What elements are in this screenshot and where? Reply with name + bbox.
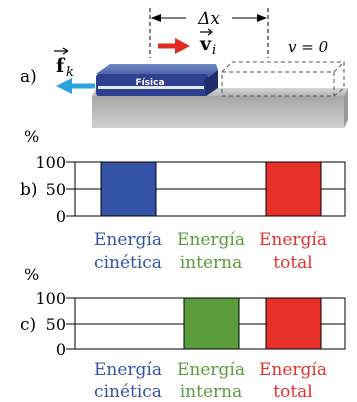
bar-label: Energía [94,230,162,250]
displacement-dimension: Δx [149,8,269,58]
scene-a: a) Física f k [20,8,348,128]
bar-energia-cinetica [100,161,157,217]
velocity-arrow [158,38,190,54]
y-tick-label: 50 [46,180,66,199]
friction-label-f: f [56,55,66,77]
bar-label: total [273,382,312,402]
bars-c [183,297,322,350]
bar-energia-total [265,161,322,217]
y-tick-label: 50 [46,315,66,334]
y-tick-label: 0 [56,207,66,226]
y-tick-label: 100 [35,289,66,308]
velocity-label: v i [199,28,216,58]
part-label-b: b) [20,180,38,200]
bar-label: cinética [94,253,162,273]
bar-label: Energía [259,230,327,250]
book: Física [96,64,218,96]
bar-label: total [273,253,312,273]
y-tick-label: 0 [56,340,66,359]
bar-energia-total [265,297,322,350]
bars-b [100,161,322,217]
bar-label: interna [180,382,243,402]
final-position-outline [221,61,345,97]
bar-label: cinética [94,382,162,402]
bar-label: Energía [94,360,162,380]
part-label-a: a) [20,67,37,87]
bar-label: Energía [177,360,245,380]
percent-label: % [24,127,39,146]
displacement-label: Δx [197,9,220,29]
bar-energia-interna [183,297,240,350]
bar-label: Energía [177,230,245,250]
book-label: Física [135,78,164,88]
velocity-label-i: i [212,43,216,58]
friction-arrow [56,78,95,94]
friction-label: f k [54,47,74,80]
velocity-label-v: v [199,33,212,55]
graph-b: % b) 100 50 0 Energía cinética Energía i… [20,127,346,273]
y-tick-label: 100 [35,153,66,172]
friction-label-k: k [66,65,74,80]
part-label-c: c) [20,315,36,335]
percent-label: % [24,265,39,284]
final-speed-label: v = 0 [288,38,329,56]
bar-label: Energía [259,360,327,380]
graph-c: % c) 100 50 0 Energía cinética Energía i… [20,265,346,402]
bar-label: interna [180,253,243,273]
